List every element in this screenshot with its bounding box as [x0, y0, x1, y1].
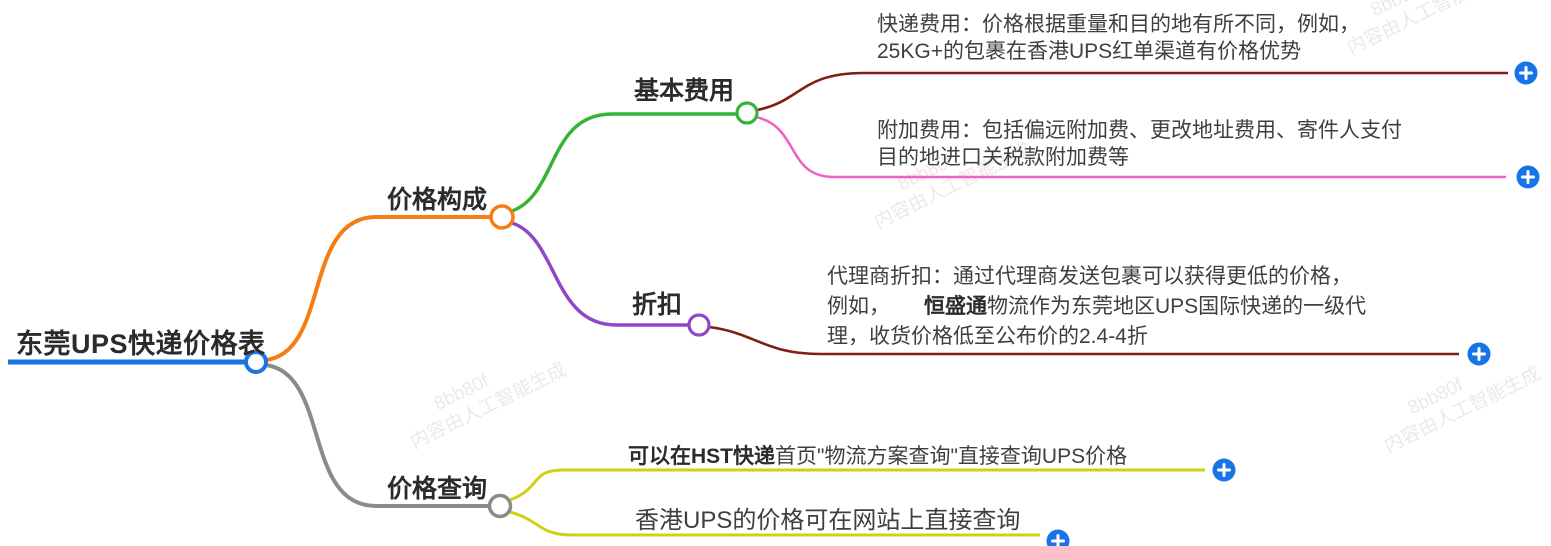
leaf-text-line: 理，收货价格低至公布价的2.4-4折: [827, 325, 1148, 348]
leaf-text-line: 目的地进口关税款附加费等: [877, 146, 1129, 169]
expand-plus-button-hk-query[interactable]: [1046, 529, 1070, 546]
price-composition-node-circle[interactable]: [489, 204, 515, 230]
plus-icon: [1521, 170, 1535, 184]
root-node-circle[interactable]: [244, 350, 268, 374]
discount-node-circle[interactable]: [687, 313, 711, 337]
expand-plus-button-agent-discount[interactable]: [1467, 342, 1491, 366]
leaf-text-line: 快递费用：价格根据重量和目的地有所不同，例如，: [877, 13, 1360, 36]
leaf-hst-query[interactable]: 可以在HST快递首页"物流方案查询"直接查询UPS价格: [628, 443, 1127, 470]
branch-label-price-composition[interactable]: 价格构成: [387, 186, 488, 214]
leaf-line-surcharge: [755, 115, 1506, 179]
expand-plus-button-hst-query[interactable]: [1212, 458, 1236, 482]
leaf-express-fee[interactable]: 快递费用：价格根据重量和目的地有所不同，例如， 25KG+的包裹在香港UPS红单…: [877, 11, 1360, 65]
price-query-node-circle[interactable]: [487, 493, 513, 519]
expand-plus-button-express-fee[interactable]: [1514, 61, 1538, 85]
branch-line-basic-fee: [511, 112, 736, 213]
leaf-line-hst-query: [509, 468, 1205, 502]
leaf-line-agent-discount: [708, 325, 1459, 356]
branch-label-price-query[interactable]: 价格查询: [387, 475, 488, 503]
branch-line-price-composition: [265, 215, 490, 362]
plus-icon: [1217, 463, 1231, 477]
expand-plus-button-surcharge[interactable]: [1516, 165, 1540, 189]
plus-icon: [1519, 66, 1533, 80]
leaf-text-segment: 物流作为东莞地区UPS国际快递的一级代: [987, 295, 1367, 318]
brand-name-hengshengtong: 恒盛通: [924, 295, 987, 318]
leaf-text-line: 附加费用：包括偏远附加费、更改地址费用、寄件人支付: [877, 119, 1402, 142]
root-node-label[interactable]: 东莞UPS快递价格表: [16, 329, 266, 359]
plus-icon: [1051, 534, 1065, 546]
branch-line-price-query: [265, 363, 489, 508]
basic-fee-node-circle[interactable]: [735, 101, 759, 125]
leaf-hk-query[interactable]: 香港UPS的价格可在网站上直接查询: [635, 507, 1020, 534]
leaf-text-line: 25KG+的包裹在香港UPS红单渠道有价格优势: [877, 40, 1302, 63]
leaf-agent-discount[interactable]: 代理商折扣：通过代理商发送包裹可以获得更低的价格， 例如， 恒盛通物流作为东莞地区…: [827, 262, 1366, 352]
node-label-discount[interactable]: 折扣: [632, 291, 683, 319]
leaf-text-line: 代理商折扣：通过代理商发送包裹可以获得更低的价格，: [827, 265, 1352, 288]
plus-icon: [1472, 347, 1486, 361]
leaf-text-line: 香港UPS的价格可在网站上直接查询: [635, 507, 1021, 534]
leaf-text-line: 例如， 恒盛通物流作为东莞地区UPS国际快递的一级代: [827, 292, 1366, 322]
leaf-line-express-fee: [756, 71, 1508, 112]
leaf-surcharge[interactable]: 附加费用：包括偏远附加费、更改地址费用、寄件人支付 目的地进口关税款附加费等: [877, 117, 1402, 171]
branch-line-discount: [511, 221, 688, 327]
leaf-text-segment: 首页"物流方案查询"直接查询UPS价格: [775, 445, 1128, 468]
hst-express-link[interactable]: 可以在HST快递: [628, 445, 775, 468]
leaf-text-segment: 例如，: [827, 295, 890, 318]
leaf-text-line: 可以在HST快递首页"物流方案查询"直接查询UPS价格: [628, 443, 1127, 470]
node-label-basic-fee[interactable]: 基本费用: [634, 77, 735, 105]
leaf-line-hk-query: [509, 510, 1040, 537]
